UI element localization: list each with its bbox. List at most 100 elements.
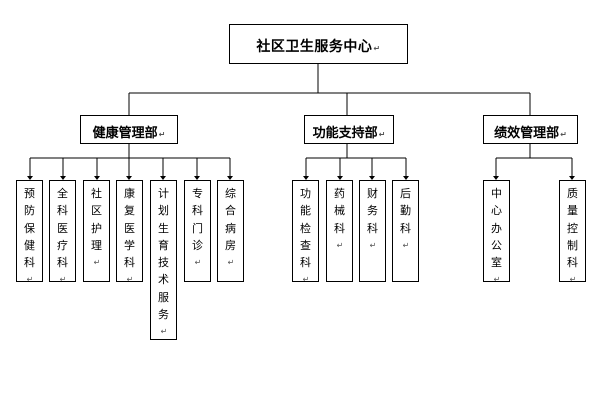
unit-label: 功能检查科↵: [293, 185, 318, 289]
unit-label-char: 科↵: [50, 254, 75, 289]
arrow-icon: [160, 176, 166, 180]
unit-label-char: 全: [57, 187, 68, 200]
paragraph-mark-icon: ↵: [560, 130, 567, 139]
paragraph-mark-icon: ↵: [158, 130, 166, 139]
unit-label-char: 保: [24, 221, 35, 235]
paragraph-mark-icon: ↵: [302, 275, 310, 285]
unit-label: 预防保健科↵: [17, 185, 42, 289]
arrow-icon: [227, 176, 233, 180]
unit-label: 全科医疗科↵: [50, 185, 75, 289]
unit-node: 专科门诊↵: [184, 180, 211, 282]
unit-label-char: 健: [24, 238, 35, 252]
arrow-icon: [337, 176, 343, 180]
unit-label-char: 科↵: [293, 254, 318, 289]
paragraph-mark-icon: ↵: [569, 275, 577, 285]
unit-label-char: 疗: [57, 238, 68, 252]
unit-node: 康复医学科↵: [116, 180, 143, 284]
unit-label-char: 划: [158, 204, 169, 218]
unit-label-char: 财: [367, 187, 378, 200]
unit-label-char: 技: [158, 256, 169, 270]
unit-node: 质量控制科↵: [559, 180, 586, 284]
unit-node: 功能检查科↵: [292, 180, 319, 284]
unit-label: 社区护理↵: [84, 185, 109, 271]
unit-label-char: 护: [91, 221, 102, 235]
unit-label-char: 科↵: [117, 254, 142, 289]
unit-node: 财务科↵: [359, 180, 386, 282]
unit-label-char: 办: [491, 221, 502, 235]
department-label: 功能支持部: [312, 126, 378, 141]
arrow-icon: [27, 176, 33, 180]
unit-label-char: 诊↵: [185, 237, 210, 272]
unit-node: 综合病房↵: [217, 180, 244, 282]
unit-label-char: 预: [24, 187, 35, 200]
unit-label-char: 复: [124, 204, 135, 218]
arrow-icon: [94, 176, 100, 180]
unit-label-char: 勤: [400, 204, 411, 218]
unit-label-char: 医: [124, 221, 135, 235]
unit-label-char: 术: [158, 273, 169, 287]
unit-label-char: 区: [91, 204, 102, 218]
unit-label: 后勤科↵: [393, 185, 418, 254]
unit-label-char: 康: [124, 187, 135, 200]
unit-node: 计划生育技术服务↵: [150, 180, 177, 340]
unit-label-char: 综: [225, 187, 236, 200]
unit-node: 后勤科↵: [392, 180, 419, 282]
paragraph-mark-icon: ↵: [227, 258, 235, 268]
unit-label-char: 服: [158, 290, 169, 304]
unit-label: 康复医学科↵: [117, 185, 142, 289]
arrow-icon: [569, 176, 575, 180]
unit-label-char: 医: [57, 221, 68, 235]
unit-node: 全科医疗科↵: [49, 180, 76, 284]
paragraph-mark-icon: ↵: [59, 275, 67, 285]
unit-label-char: 查: [300, 238, 311, 252]
unit-label-char: 心: [491, 204, 502, 218]
paragraph-mark-icon: ↵: [93, 258, 101, 268]
department-node-performance: 绩效管理部↵: [483, 115, 578, 144]
unit-label-char: 育: [158, 238, 169, 252]
unit-label: 综合病房↵: [218, 185, 243, 271]
unit-node: 中心办公室↵: [483, 180, 510, 284]
unit-label: 质量控制科↵: [560, 185, 585, 289]
unit-label-char: 室↵: [484, 254, 509, 289]
paragraph-mark-icon: ↵: [402, 240, 410, 250]
unit-label-char: 械: [334, 204, 345, 218]
paragraph-mark-icon: ↵: [493, 275, 501, 285]
unit-label-char: 药: [334, 187, 345, 200]
unit-label-char: 科↵: [327, 220, 352, 255]
unit-label-char: 质: [567, 187, 578, 200]
unit-label-char: 中: [491, 187, 502, 200]
unit-label-char: 科: [192, 204, 203, 218]
arrow-icon: [403, 176, 409, 180]
unit-label-char: 专: [192, 187, 203, 200]
unit-label-char: 科↵: [360, 220, 385, 255]
arrow-icon: [303, 176, 309, 180]
department-label: 绩效管理部: [494, 126, 560, 141]
unit-label-char: 防: [24, 204, 35, 218]
unit-label-char: 合: [225, 204, 236, 218]
unit-label-char: 能: [300, 204, 311, 218]
unit-label-char: 计: [158, 187, 169, 200]
paragraph-mark-icon: ↵: [194, 258, 202, 268]
unit-label-char: 科↵: [393, 220, 418, 255]
paragraph-mark-icon: ↵: [378, 130, 386, 139]
root-node: 社区卫生服务中心↵: [229, 24, 408, 64]
unit-label-char: 生: [158, 221, 169, 235]
unit-label: 计划生育技术服务↵: [151, 185, 176, 341]
unit-label-char: 学: [124, 238, 135, 252]
paragraph-mark-icon: ↵: [369, 240, 377, 250]
unit-label: 药械科↵: [327, 185, 352, 254]
unit-label-char: 社: [91, 187, 102, 200]
paragraph-mark-icon: ↵: [26, 275, 34, 285]
arrow-icon: [60, 176, 66, 180]
department-node-health: 健康管理部↵: [80, 115, 178, 144]
unit-label-char: 门: [192, 221, 203, 235]
unit-label-char: 理↵: [84, 237, 109, 272]
unit-label-char: 科↵: [17, 254, 42, 289]
root-label: 社区卫生服务中心: [256, 39, 373, 55]
unit-label-char: 务↵: [151, 306, 176, 341]
unit-label-char: 病: [225, 221, 236, 235]
unit-label-char: 后: [400, 187, 411, 200]
unit-label: 中心办公室↵: [484, 185, 509, 289]
unit-label-char: 功: [300, 187, 311, 200]
